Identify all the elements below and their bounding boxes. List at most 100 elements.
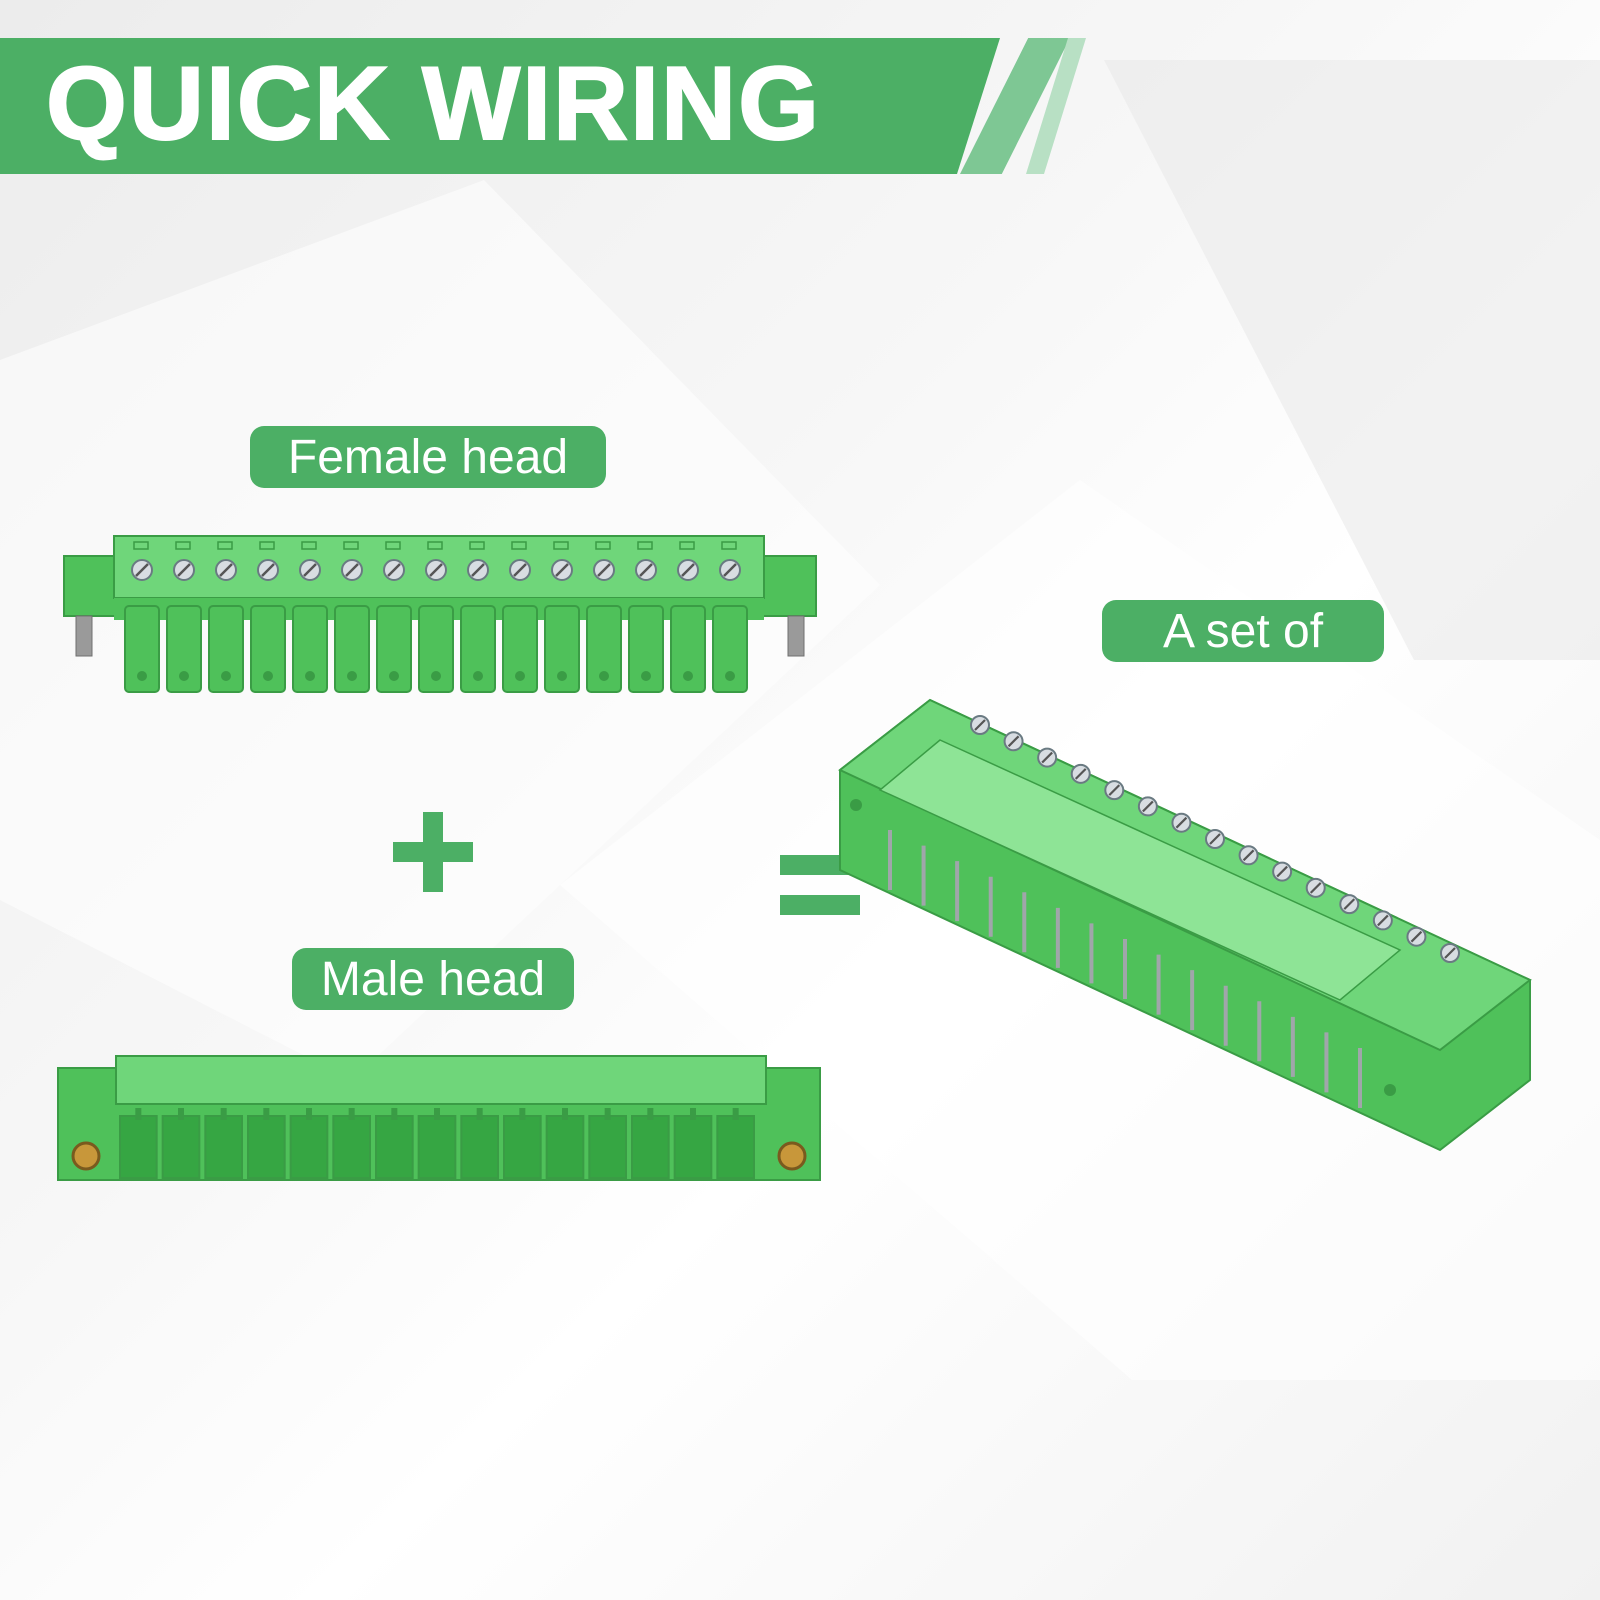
wire-hole bbox=[179, 671, 189, 681]
screw-slot bbox=[1242, 849, 1255, 862]
pin-marker bbox=[469, 541, 485, 550]
screw-slot bbox=[261, 563, 275, 577]
male-connector bbox=[57, 1055, 821, 1181]
pin-slot bbox=[545, 1115, 585, 1179]
slot-latch bbox=[178, 1108, 184, 1120]
screw-slot bbox=[429, 563, 443, 577]
wire-socket bbox=[670, 605, 706, 693]
screw-slot bbox=[1343, 898, 1356, 910]
wire-socket bbox=[376, 605, 412, 693]
pin-marker bbox=[553, 541, 569, 550]
pin-marker bbox=[637, 541, 653, 550]
wire-socket bbox=[544, 605, 580, 693]
wire-hole bbox=[473, 671, 483, 681]
brass-insert bbox=[777, 1141, 807, 1171]
screw-slot bbox=[723, 563, 737, 577]
screw-slot bbox=[1142, 800, 1154, 813]
wire-socket bbox=[712, 605, 748, 693]
pin-marker bbox=[133, 541, 149, 550]
screw-slot bbox=[345, 563, 359, 577]
wire-socket bbox=[460, 605, 496, 693]
slot-latch bbox=[647, 1108, 654, 1120]
screw-slot bbox=[471, 563, 485, 577]
pin-slot bbox=[631, 1115, 670, 1179]
female-head-label: Female head bbox=[250, 426, 606, 488]
pin-slot bbox=[673, 1115, 713, 1179]
pin-slot bbox=[247, 1115, 286, 1179]
pin-slot bbox=[460, 1115, 500, 1179]
wire-socket bbox=[418, 605, 454, 693]
header-banner bbox=[0, 38, 1000, 174]
wire-socket bbox=[250, 605, 286, 693]
wire-hole bbox=[725, 671, 735, 681]
pin-marker bbox=[427, 541, 443, 550]
screw-slot bbox=[1276, 865, 1288, 878]
pin-slot bbox=[204, 1115, 243, 1179]
pin-marker bbox=[301, 541, 317, 550]
mounting-screw bbox=[787, 615, 805, 657]
slot-latch bbox=[732, 1108, 739, 1120]
mounting-hole bbox=[1384, 1084, 1396, 1096]
screw-slot bbox=[681, 563, 695, 577]
wire-socket bbox=[628, 605, 664, 693]
screw-slot bbox=[1410, 930, 1423, 943]
slot-latch bbox=[263, 1108, 270, 1120]
slot-latch bbox=[391, 1108, 398, 1120]
male-head-label: Male head bbox=[292, 948, 574, 1010]
pin-slot bbox=[161, 1115, 201, 1179]
screw-slot bbox=[597, 563, 611, 577]
mounting-screw bbox=[75, 615, 93, 657]
pin-marker bbox=[343, 541, 359, 550]
female-connector bbox=[63, 535, 817, 693]
screw-slot bbox=[219, 563, 233, 577]
plus-icon bbox=[393, 812, 473, 892]
wire-hole bbox=[347, 671, 357, 681]
pin-marker bbox=[217, 541, 233, 550]
screw-slot bbox=[387, 563, 401, 577]
wire-hole bbox=[431, 671, 441, 681]
slot-latch bbox=[604, 1108, 611, 1120]
screw-slot bbox=[974, 719, 986, 731]
wire-socket bbox=[586, 605, 622, 693]
slot-latch bbox=[690, 1108, 696, 1120]
brass-insert bbox=[71, 1141, 101, 1171]
slot-latch bbox=[306, 1108, 312, 1120]
wire-hole bbox=[599, 671, 609, 681]
mounting-hole bbox=[850, 799, 862, 811]
wire-socket bbox=[124, 605, 160, 693]
pin-marker bbox=[511, 541, 527, 550]
pin-marker bbox=[679, 541, 695, 550]
pin-slot bbox=[332, 1115, 372, 1179]
wire-socket bbox=[166, 605, 202, 693]
slot-latch bbox=[519, 1108, 526, 1120]
pin-marker bbox=[721, 541, 737, 550]
wire-hole bbox=[305, 671, 315, 681]
pin-slot bbox=[375, 1115, 414, 1179]
header-top bbox=[115, 1055, 767, 1105]
wire-socket bbox=[292, 605, 328, 693]
pin-slot bbox=[417, 1115, 457, 1179]
wire-hole bbox=[389, 671, 399, 681]
slot-latch bbox=[562, 1108, 568, 1120]
wire-hole bbox=[641, 671, 651, 681]
pin-slot bbox=[716, 1115, 755, 1179]
wire-socket bbox=[502, 605, 538, 693]
wire-hole bbox=[221, 671, 231, 681]
screw-slot bbox=[1444, 947, 1456, 959]
page-title: QUICK WIRING bbox=[45, 45, 822, 163]
set-label: A set of bbox=[1102, 600, 1384, 662]
slot-latch bbox=[348, 1108, 355, 1120]
slot-latch bbox=[220, 1108, 227, 1120]
screw-slot bbox=[1007, 735, 1020, 748]
slot-latch bbox=[135, 1108, 142, 1120]
wire-socket bbox=[208, 605, 244, 693]
screw-slot bbox=[1377, 914, 1389, 927]
screw-slot bbox=[1041, 751, 1053, 764]
wire-hole bbox=[557, 671, 567, 681]
pin-marker bbox=[259, 541, 275, 550]
wire-socket bbox=[334, 605, 370, 693]
pin-slot bbox=[119, 1115, 158, 1179]
wire-hole bbox=[137, 671, 147, 681]
pin-slot bbox=[503, 1115, 542, 1179]
wire-hole bbox=[683, 671, 693, 681]
